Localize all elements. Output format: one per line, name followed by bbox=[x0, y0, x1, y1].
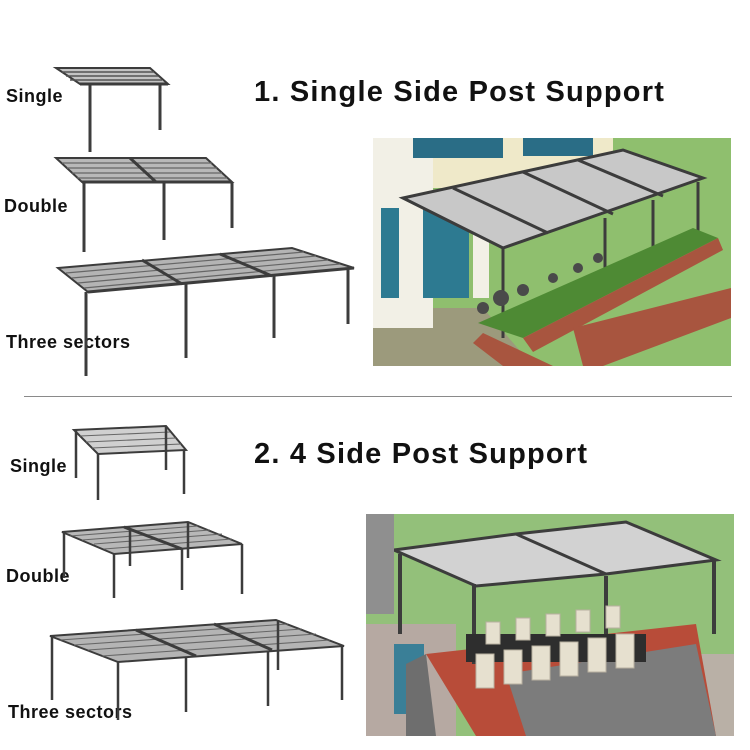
section2-label-double: Double bbox=[6, 566, 70, 586]
section2-label-three: Three sectors bbox=[8, 702, 133, 722]
section1-three-pergola-diagram bbox=[55, 246, 355, 376]
section1-label-single: Single bbox=[6, 86, 64, 106]
section1-double-pergola-diagram bbox=[53, 156, 235, 252]
section1-photo-rendering bbox=[373, 138, 731, 366]
section1-label-double: Double bbox=[4, 196, 68, 216]
section1-single-pergola-diagram bbox=[52, 67, 171, 152]
section1-title: 1. Single Side Post Support bbox=[254, 76, 666, 108]
section-divider bbox=[24, 396, 732, 397]
section2-photo-rendering bbox=[366, 514, 734, 736]
section2-single-pergola-diagram bbox=[71, 424, 189, 500]
section1-label-three: Three sectors bbox=[6, 332, 131, 352]
section2-three-pergola-diagram bbox=[49, 618, 345, 720]
section2-title: 2. 4 Side Post Support bbox=[254, 438, 589, 470]
section2-double-pergola-diagram bbox=[61, 520, 244, 598]
section2-label-single: Single bbox=[10, 456, 68, 476]
